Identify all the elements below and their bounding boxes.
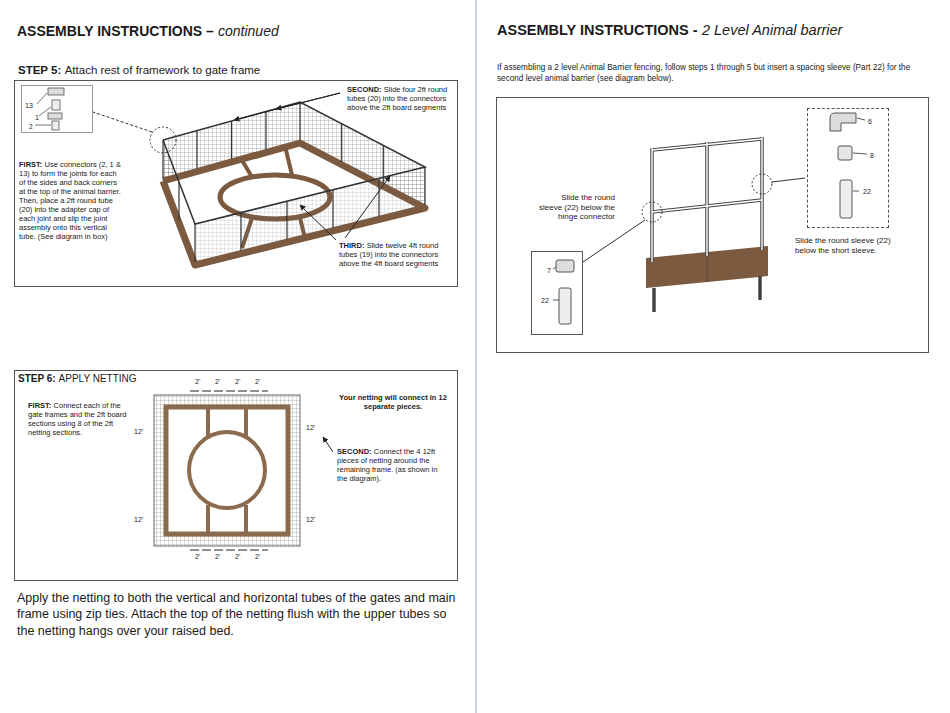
page-heading: continued [218, 23, 279, 39]
callout-text: Your netting will connect in 12 separate… [339, 393, 447, 411]
callout-text-group: Slide the round sleeve (22) below the sh… [795, 236, 903, 255]
callout-text-group: Slide the round sleeve (22) below the hi… [537, 193, 615, 222]
dimension: 2' [235, 553, 240, 560]
page-heading-group: ASSEMBLY INSTRUCTIONS –continued [17, 23, 279, 40]
callout-text: THIRD: [339, 241, 364, 250]
dimension: 12' [134, 428, 143, 435]
callout-number: 22 [541, 297, 549, 304]
callout-text: Slide the round sleeve (22) below the hi… [539, 193, 615, 221]
diagram-panel: Slide the round sleeve (22) below the hi… [496, 97, 929, 353]
connector-parts [35, 88, 64, 130]
step-heading: APPLY NETTING [59, 373, 137, 384]
page-heading-group: ASSEMBLY INSTRUCTIONS -2 Level Animal ba… [497, 22, 842, 39]
dimension: 2' [255, 553, 260, 560]
dimension: 12' [306, 516, 315, 523]
dimension: 2' [215, 378, 220, 385]
note-paragraph: Apply the netting to both the vertical a… [17, 591, 455, 638]
callout-text-group: FIRST:Use connectors (2, 1 & 13) to form… [19, 160, 123, 241]
callout-text: FIRST: [28, 401, 51, 410]
page-heading: 2 Level Animal barrier [702, 22, 843, 38]
dimension: 2' [195, 553, 200, 560]
step-heading: Attach rest of framework to gate frame [65, 64, 261, 76]
callout-number: 22 [863, 188, 871, 195]
callout-text-group: THIRD:Slide twelve 4ft round tubes (19) … [339, 241, 453, 268]
dimension-group: 12' [306, 424, 315, 432]
dimension-group: 12' [134, 428, 143, 436]
intro-paragraph: If assembling a 2 level Animal Barrier f… [497, 63, 910, 83]
callout-number-group: 2 [29, 123, 33, 131]
callout-number-group: 6 [868, 118, 872, 126]
intro-paragraph-group: If assembling a 2 level Animal Barrier f… [497, 62, 922, 84]
note-paragraph-group: Apply the netting to both the vertical a… [17, 590, 457, 639]
callout-number-group: 13 [25, 102, 33, 110]
callout-text: Slide the round sleeve (22) below the sh… [795, 236, 891, 255]
callout-number: 2 [29, 123, 33, 130]
callout-number-group: 8 [870, 152, 874, 160]
callout-number-group: 7 [547, 267, 551, 275]
dimension: 2' [195, 378, 200, 385]
dimension-group: 2' [215, 378, 220, 386]
callout-text: FIRST: [19, 160, 42, 169]
callout-text: Use connectors (2, 1 & 13) to form the j… [19, 160, 121, 241]
step-heading: STEP 5: [18, 64, 61, 76]
dimension-group: 2' [235, 553, 240, 561]
dimension-group: 2' [195, 378, 200, 386]
callout-text: SECOND: [337, 447, 372, 456]
step-heading: STEP 6: [18, 373, 56, 384]
page-heading: ASSEMBLY INSTRUCTIONS – [17, 23, 214, 39]
parts-inset: 6 8 22 [807, 108, 889, 228]
dimension-group: 2' [195, 553, 200, 561]
dimension: 2' [235, 378, 240, 385]
bed-illustration [93, 93, 425, 265]
step-panel: STEP 5:Attach rest of framework to gate … [14, 80, 458, 287]
parts-inset: 1312 [21, 85, 93, 133]
callout-text-group: FIRST:Connect each of the gate frames an… [28, 401, 128, 437]
callout-number-group: 1 [35, 114, 39, 122]
step-heading-group: STEP 6:APPLY NETTING [18, 373, 148, 385]
callout-number: 8 [870, 152, 874, 159]
callout-number: 1 [35, 114, 39, 121]
callout-number: 13 [25, 102, 33, 109]
dimension-group: 12' [306, 516, 315, 524]
dimension: 12' [306, 424, 315, 431]
callout-text: SECOND: [347, 85, 382, 94]
parts-inset: 7 22 [531, 251, 583, 335]
callout-number: 6 [868, 118, 872, 125]
dimension-group: 2' [255, 553, 260, 561]
callout-text-group: Your netting will connect in 12 separate… [337, 393, 449, 411]
callout-text-group: SECOND:Connect the 4 12ft pieces of nett… [337, 447, 449, 483]
step-panel: STEP 6:APPLY NETTING FIRST:Connect each o… [14, 370, 458, 581]
dimension: 12' [134, 516, 143, 523]
two-level-frame [583, 137, 805, 312]
step-heading-group: STEP 5: Attach rest of framework to gate … [18, 64, 458, 78]
callout-number-group: 22 [863, 188, 871, 196]
callout-text-group: SECOND:Slide four 2ft round tubes (20) i… [347, 85, 455, 112]
page-heading: ASSEMBLY INSTRUCTIONS - [497, 22, 698, 38]
dimension-group: 12' [134, 516, 143, 524]
dimension: 2' [215, 553, 220, 560]
netting-plan [154, 391, 333, 550]
dimension-group: 2' [215, 553, 220, 561]
callout-number-group: 22 [541, 297, 549, 305]
dimension: 2' [255, 378, 260, 385]
dimension-group: 2' [255, 378, 260, 386]
callout-number: 7 [547, 267, 551, 274]
dimension-group: 2' [235, 378, 240, 386]
